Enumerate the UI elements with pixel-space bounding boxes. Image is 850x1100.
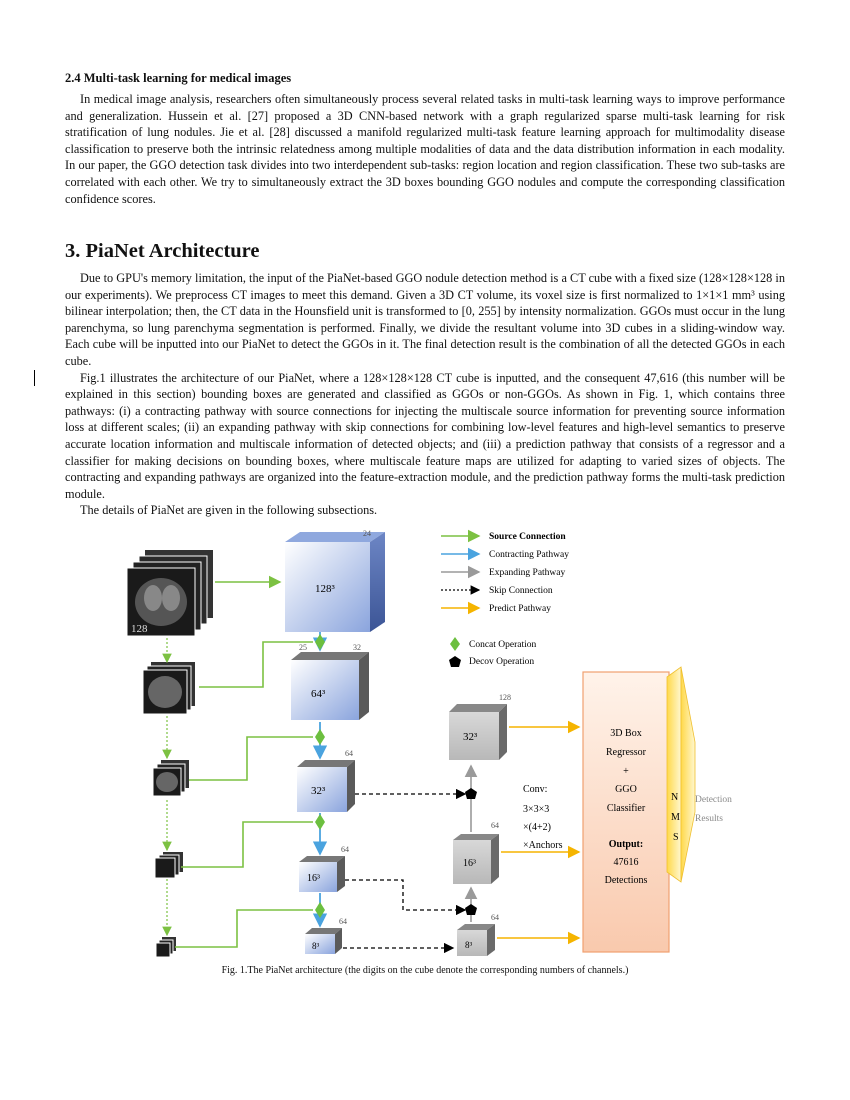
predict-pathway bbox=[497, 720, 581, 945]
nms-letter-n: N bbox=[671, 792, 678, 803]
cube-32-channels: 64 bbox=[345, 749, 353, 758]
cube-exp-16-channels: 64 bbox=[491, 821, 499, 830]
cube-exp-8-label: 8³ bbox=[465, 940, 473, 950]
ct-stack-8 bbox=[155, 937, 176, 958]
legend-expanding: Expanding Pathway bbox=[489, 568, 566, 578]
text-cursor-mark bbox=[34, 370, 35, 386]
skip-connections bbox=[343, 788, 467, 954]
detection-results-line-2: Results bbox=[695, 814, 723, 824]
cube-32-label: 32³ bbox=[311, 785, 326, 797]
cube-exp-32-channels: 128 bbox=[499, 693, 511, 702]
legend-skip: Skip Connection bbox=[489, 586, 553, 596]
cube-16-channels: 64 bbox=[341, 845, 349, 854]
box-line-8: Detections bbox=[605, 875, 648, 886]
legend-predict: Predict Pathway bbox=[489, 604, 551, 614]
nms-letter-s: S bbox=[673, 832, 679, 843]
box-line-2: Regressor bbox=[606, 747, 647, 758]
cube-16-label: 16³ bbox=[307, 873, 320, 884]
pianet-architecture-figure: 128 bbox=[126, 529, 732, 958]
cube-64-channels-a: 25 bbox=[299, 643, 307, 652]
section-2-4-body: In medical image analysis, researchers o… bbox=[65, 91, 785, 207]
ct-stack-16 bbox=[154, 852, 183, 879]
nms-block: N M S bbox=[666, 666, 696, 883]
legend-contracting: Contracting Pathway bbox=[489, 550, 569, 560]
cube-exp-16: 16³ 64 bbox=[453, 821, 499, 884]
box-regressor-panel: 3D Box Regressor + GGO Classifier Output… bbox=[582, 671, 670, 953]
cube-8-label: 8³ bbox=[312, 941, 320, 951]
cube-128-channels: 24 bbox=[363, 529, 371, 538]
section-3-paragraph-3: The details of PiaNet are given in the f… bbox=[80, 503, 378, 518]
legend-decov: Decov Operation bbox=[469, 657, 534, 667]
ct-input-stack: 128 bbox=[126, 550, 213, 637]
cube-16: 16³ 64 bbox=[299, 845, 349, 892]
box-line-6: Output: bbox=[609, 839, 643, 850]
cube-exp-8-channels: 64 bbox=[491, 913, 499, 922]
cube-32: 32³ 64 bbox=[297, 749, 355, 812]
section-3-body: Due to GPU's memory limitation, the inpu… bbox=[65, 270, 785, 519]
legend-concat: Concat Operation bbox=[469, 640, 537, 650]
conv-line-3: ×(4+2) bbox=[523, 822, 551, 833]
conv-line-4: ×Anchors bbox=[523, 840, 563, 851]
section-2-4-paragraph: In medical image analysis, researchers o… bbox=[65, 92, 785, 206]
box-line-4: GGO bbox=[615, 784, 637, 795]
concat-diamonds bbox=[315, 634, 325, 918]
ct-stack-64 bbox=[142, 662, 195, 715]
box-line-1: 3D Box bbox=[610, 728, 641, 739]
cube-64-label: 64³ bbox=[311, 688, 326, 700]
box-line-3: + bbox=[623, 766, 629, 777]
section-3-heading: 3. PiaNet Architecture bbox=[65, 240, 260, 262]
conv-line-2: 3×3×3 bbox=[523, 804, 549, 815]
conv-line-1: Conv: bbox=[523, 784, 547, 795]
decov-pentagons bbox=[465, 788, 477, 915]
ct-stack-32 bbox=[152, 760, 189, 797]
conv-description: Conv: 3×3×3 ×(4+2) ×Anchors bbox=[523, 784, 563, 851]
cube-8: 8³ 64 bbox=[305, 917, 347, 954]
figure-legend: Source Connection Contracting Pathway Ex… bbox=[441, 529, 569, 667]
legend-source: Source Connection bbox=[489, 532, 566, 542]
section-3-paragraph-1: Due to GPU's memory limitation, the inpu… bbox=[65, 271, 785, 368]
cube-64-channels-b: 32 bbox=[353, 643, 361, 652]
source-connections bbox=[175, 575, 313, 948]
cube-8-channels: 64 bbox=[339, 917, 347, 926]
section-2-4-heading: 2.4 Multi-task learning for medical imag… bbox=[65, 71, 292, 85]
ct-input-size-label: 128 bbox=[131, 623, 148, 635]
figure-caption: Fig. 1.The PiaNet architecture (the digi… bbox=[221, 965, 629, 976]
box-line-7: 47616 bbox=[614, 857, 639, 868]
box-line-5: Classifier bbox=[607, 803, 646, 814]
cube-exp-32-label: 32³ bbox=[463, 731, 478, 743]
cube-128: 128³ 24 bbox=[285, 529, 385, 632]
nms-letter-m: M bbox=[671, 812, 680, 823]
cube-128-label: 128³ bbox=[315, 583, 336, 595]
cube-exp-16-label: 16³ bbox=[463, 858, 476, 869]
section-3-paragraph-2: Fig.1 illustrates the architecture of ou… bbox=[65, 370, 785, 501]
detection-results-line-1: Detection bbox=[695, 795, 732, 805]
cube-64: 64³ 25 32 bbox=[291, 643, 369, 720]
cube-exp-8: 8³ 64 bbox=[457, 913, 499, 956]
cube-exp-32: 32³ 128 bbox=[449, 693, 511, 760]
